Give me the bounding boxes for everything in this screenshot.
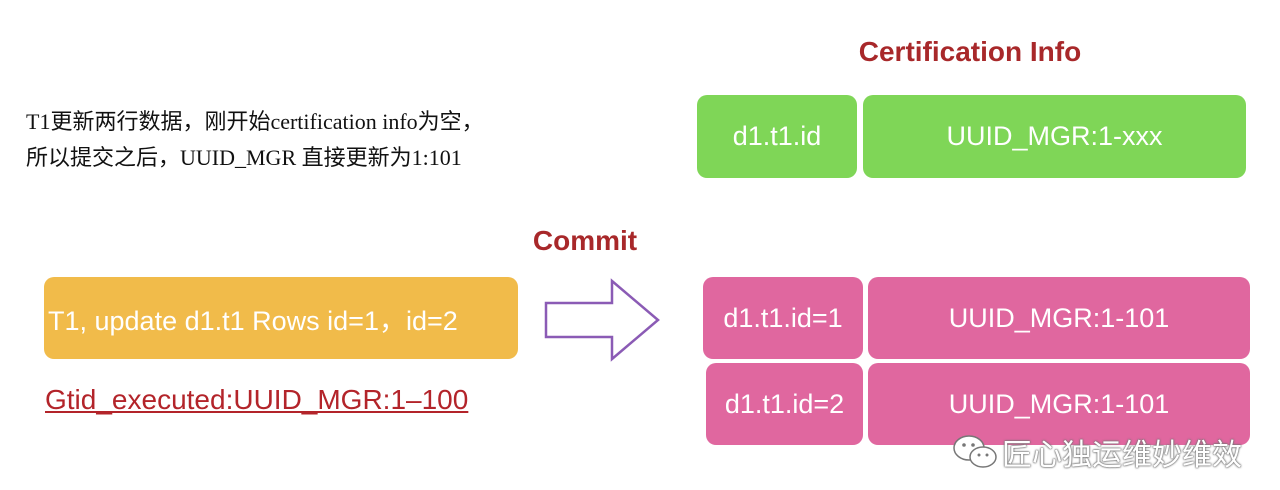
certification-title: Certification Info [858, 36, 1082, 67]
result-row-2-key-box: d1.t1.id=2 [706, 363, 863, 445]
result-row-1-value: UUID_MGR:1-101 [948, 302, 1170, 333]
watermark: 匠心独运维妙维效 [950, 430, 1242, 474]
result-row-2-value: UUID_MGR:1-101 [948, 388, 1170, 419]
watermark-text: 匠心独运维妙维效 [1002, 439, 1242, 472]
result-row-2-value-box: UUID_MGR:1-101 [868, 363, 1250, 445]
result-row-1-key-box: d1.t1.id=1 [703, 277, 863, 359]
gtid-executed-label: Gtid_executed:UUID_MGR:1–100 [45, 384, 469, 415]
commit-label: Commit [532, 225, 638, 256]
transaction-label: T1, update d1.t1 Rows id=1，id=2 [48, 305, 458, 336]
wechat-icon [953, 435, 997, 468]
description-text: T1更新两行数据，刚开始certification info为空， 所以提交之后… [26, 104, 646, 176]
transaction-box: T1, update d1.t1 Rows id=1，id=2 [44, 277, 518, 359]
description-line-1: T1更新两行数据，刚开始certification info为空， [26, 109, 484, 134]
result-row-2-key: d1.t1.id=2 [724, 388, 845, 419]
result-row-1-key: d1.t1.id=1 [723, 302, 843, 333]
commit-arrow-icon [544, 278, 660, 362]
result-row-1-value-box: UUID_MGR:1-101 [868, 277, 1250, 359]
description-line-2: 所以提交之后，UUID_MGR 直接更新为1:101 [26, 145, 462, 170]
certification-value-box: UUID_MGR:1-xxx [863, 95, 1246, 178]
certification-value-label: UUID_MGR:1-xxx [946, 121, 1163, 151]
certification-key-box: d1.t1.id [697, 95, 857, 178]
certification-key-label: d1.t1.id [732, 121, 822, 151]
